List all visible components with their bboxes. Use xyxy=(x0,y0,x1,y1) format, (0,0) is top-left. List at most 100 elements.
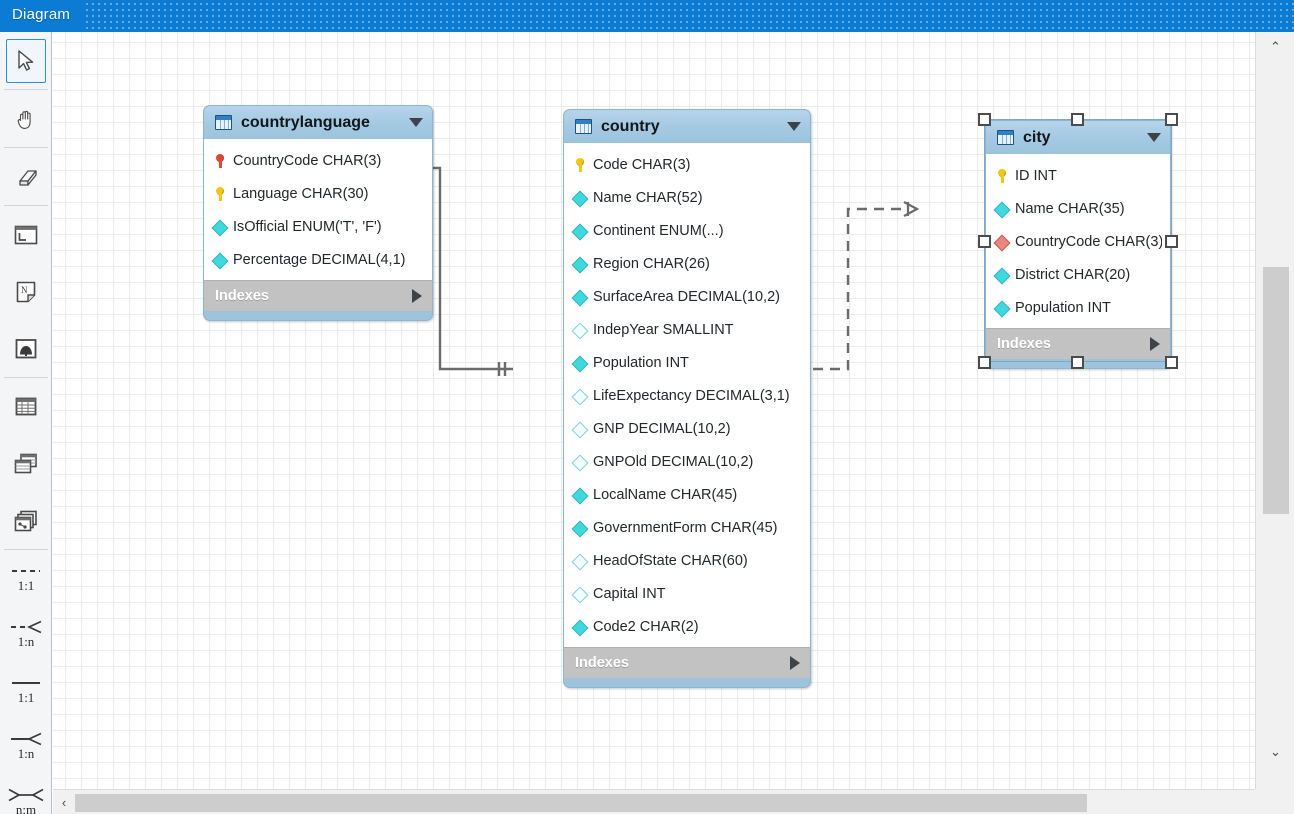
table-row[interactable]: Name CHAR(52) xyxy=(564,181,810,214)
table-row[interactable]: GNPOld DECIMAL(10,2) xyxy=(564,445,810,478)
table-row[interactable]: Region CHAR(26) xyxy=(564,247,810,280)
column-notnull-icon xyxy=(995,267,1009,283)
entity-table-city[interactable]: city ID INT Name CHAR(35) CountryCode CH… xyxy=(985,120,1171,369)
resize-handle-bottom-center[interactable] xyxy=(1071,356,1084,369)
resize-handle-middle-right[interactable] xyxy=(1165,235,1178,248)
table-row[interactable]: GNP DECIMAL(10,2) xyxy=(564,412,810,445)
relation-n-m[interactable]: n:m xyxy=(0,774,52,814)
table-row[interactable]: Code CHAR(3) xyxy=(564,148,810,181)
table-row[interactable]: Population INT xyxy=(986,291,1170,324)
toolbar-divider xyxy=(3,89,48,90)
table-row[interactable]: Language CHAR(30) xyxy=(204,177,432,210)
table-row[interactable]: SurfaceArea DECIMAL(10,2) xyxy=(564,280,810,313)
solid-line-icon xyxy=(12,682,40,684)
table-row[interactable]: District CHAR(20) xyxy=(986,258,1170,291)
layer-tool[interactable] xyxy=(0,206,52,263)
column-nullable-icon xyxy=(573,454,587,470)
primary-foreign-key-icon xyxy=(213,153,227,169)
hand-tool[interactable] xyxy=(0,90,52,147)
toolbar-divider xyxy=(3,549,48,550)
column-nullable-icon xyxy=(573,421,587,437)
note-tool[interactable]: N xyxy=(0,263,52,320)
relation-label: 1:1 xyxy=(17,578,35,593)
table-row[interactable]: IsOfficial ENUM('T', 'F') xyxy=(204,210,432,243)
table-header[interactable]: city xyxy=(986,121,1170,154)
scroll-down-arrow[interactable]: ⌄ xyxy=(1270,744,1281,759)
column-nullable-icon xyxy=(573,322,587,338)
scroll-up-arrow[interactable]: ⌃ xyxy=(1270,39,1281,54)
table-row[interactable]: GovernmentForm CHAR(45) xyxy=(564,511,810,544)
column-nullable-icon xyxy=(573,553,587,569)
indexes-section[interactable]: Indexes xyxy=(986,328,1170,359)
chevron-right-icon[interactable] xyxy=(790,656,800,670)
diagram-canvas[interactable]: countrylanguage CountryCode CHAR(3) Lang… xyxy=(53,32,1255,789)
relation-1-n-non-identifying[interactable]: 1:n xyxy=(0,718,52,774)
table-title: country xyxy=(601,117,660,135)
resize-handle-middle-left[interactable] xyxy=(978,235,991,248)
primary-key-icon xyxy=(573,157,587,173)
table-row[interactable]: Population INT xyxy=(564,346,810,379)
column-label: Name CHAR(52) xyxy=(593,189,703,206)
indexes-section[interactable]: Indexes xyxy=(564,647,810,678)
table-row[interactable]: ID INT xyxy=(986,159,1170,192)
vertical-scrollbar[interactable]: ⌃ ⌄ xyxy=(1255,32,1294,789)
relation-1-1-non-identifying[interactable]: 1:1 xyxy=(0,662,52,718)
column-label: GNPOld DECIMAL(10,2) xyxy=(593,453,754,470)
scroll-left-arrow[interactable]: ‹ xyxy=(61,795,67,810)
resize-handle-top-right[interactable] xyxy=(1165,113,1178,126)
many-to-many-icon xyxy=(8,788,44,802)
primary-key-icon xyxy=(213,186,227,202)
table-row[interactable]: CountryCode CHAR(3) xyxy=(204,144,432,177)
routine-group-icon xyxy=(14,510,37,531)
chevron-right-icon[interactable] xyxy=(1150,337,1160,351)
table-row[interactable]: Capital INT xyxy=(564,577,810,610)
chevron-right-icon[interactable] xyxy=(412,289,422,303)
eraser-tool[interactable] xyxy=(0,148,52,205)
layer-icon xyxy=(14,225,38,244)
table-row[interactable]: LocalName CHAR(45) xyxy=(564,478,810,511)
table-title: city xyxy=(1023,128,1051,146)
entity-table-countrylanguage[interactable]: countrylanguage CountryCode CHAR(3) Lang… xyxy=(203,105,433,321)
table-header[interactable]: country xyxy=(564,110,810,143)
resize-handle-bottom-right[interactable] xyxy=(1165,356,1178,369)
arrow-cursor-icon xyxy=(18,49,34,71)
routine-group-tool[interactable] xyxy=(0,492,52,549)
table-row[interactable]: LifeExpectancy DECIMAL(3,1) xyxy=(564,379,810,412)
column-notnull-icon xyxy=(213,252,227,268)
indexes-section[interactable]: Indexes xyxy=(204,280,432,311)
entity-table-country[interactable]: country Code CHAR(3) Name CHAR(52) Conti… xyxy=(563,109,811,688)
horizontal-scrollbar-thumb[interactable] xyxy=(75,794,1087,812)
image-tool[interactable] xyxy=(0,320,52,377)
column-label: IndepYear SMALLINT xyxy=(593,321,734,338)
chevron-down-icon[interactable] xyxy=(787,122,801,131)
resize-handle-bottom-left[interactable] xyxy=(978,356,991,369)
table-icon xyxy=(575,119,592,134)
column-label: HeadOfState CHAR(60) xyxy=(593,552,748,569)
relation-1-1-identifying[interactable]: 1:1 xyxy=(0,550,52,606)
table-tool[interactable] xyxy=(0,378,52,435)
table-header[interactable]: countrylanguage xyxy=(204,106,432,139)
table-row[interactable]: CountryCode CHAR(3) xyxy=(986,225,1170,258)
table-row[interactable]: Percentage DECIMAL(4,1) xyxy=(204,243,432,276)
pointer-tool[interactable] xyxy=(0,32,52,89)
horizontal-scrollbar[interactable]: ‹ › xyxy=(53,789,1294,814)
relation-1-n-identifying[interactable]: 1:n xyxy=(0,606,52,662)
chevron-down-icon[interactable] xyxy=(1147,133,1161,142)
resize-handle-top-center[interactable] xyxy=(1071,113,1084,126)
view-tool[interactable] xyxy=(0,435,52,492)
column-label: GNP DECIMAL(10,2) xyxy=(593,420,731,437)
table-row[interactable]: IndepYear SMALLINT xyxy=(564,313,810,346)
table-row[interactable]: Continent ENUM(...) xyxy=(564,214,810,247)
toolbar-divider xyxy=(3,147,48,148)
column-label: CountryCode CHAR(3) xyxy=(1015,233,1162,250)
column-label: LifeExpectancy DECIMAL(3,1) xyxy=(593,387,790,404)
chevron-down-icon[interactable] xyxy=(409,118,423,127)
resize-handle-top-left[interactable] xyxy=(978,113,991,126)
vertical-scrollbar-thumb[interactable] xyxy=(1263,267,1289,514)
table-row[interactable]: Code2 CHAR(2) xyxy=(564,610,810,643)
column-notnull-icon xyxy=(573,520,587,536)
table-row[interactable]: Name CHAR(35) xyxy=(986,192,1170,225)
toolbar-divider xyxy=(3,377,48,378)
relation-label: 1:n xyxy=(17,746,35,761)
table-row[interactable]: HeadOfState CHAR(60) xyxy=(564,544,810,577)
